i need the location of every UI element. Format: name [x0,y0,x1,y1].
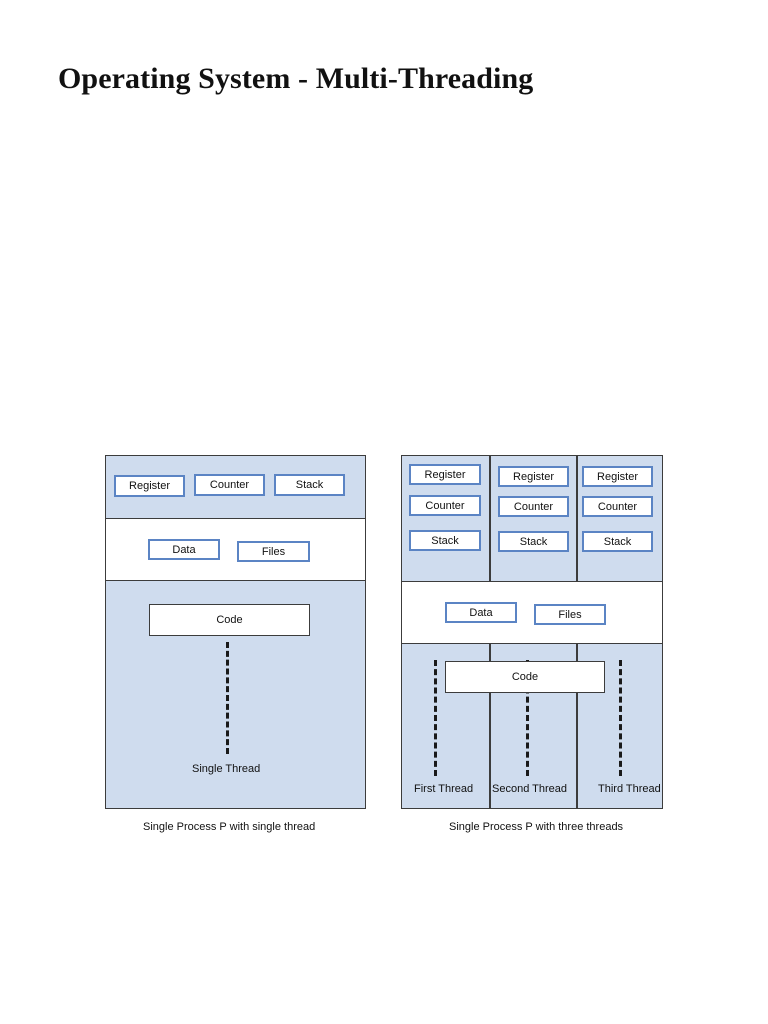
thread3-counter-box: Counter [582,496,653,517]
second-thread-label: Second Thread [492,783,568,795]
single-thread-line [226,642,229,754]
first-thread-label: First Thread [414,783,474,795]
single-caption: Single Process P with single thread [143,821,316,833]
thread1-register-box: Register [409,464,481,485]
thread1-counter-box: Counter [409,495,481,516]
thread-divider [576,644,578,809]
single-code-box: Code [149,604,310,636]
multi-caption: Single Process P with three threads [449,821,624,833]
single-counter-box: Counter [194,474,265,496]
thread2-counter-box: Counter [498,496,569,517]
single-register-box: Register [114,475,185,497]
second-thread-line [526,660,529,776]
multi-data-box: Data [445,602,517,623]
thread-divider [489,455,491,581]
thread3-stack-box: Stack [582,531,653,552]
single-files-box: Files [237,541,310,562]
single-shared-band [105,518,366,581]
thread-divider [489,644,491,809]
single-data-box: Data [148,539,220,560]
page-title: Operating System - Multi-Threading [58,62,534,95]
multi-files-box: Files [534,604,606,625]
thread-divider [576,455,578,581]
thread2-stack-box: Stack [498,531,569,552]
thread2-register-box: Register [498,466,569,487]
single-stack-box: Stack [274,474,345,496]
third-thread-line [619,660,622,776]
multi-code-box: Code [445,661,605,693]
multi-shared-band [401,581,663,644]
thread3-register-box: Register [582,466,653,487]
first-thread-line [434,660,437,776]
third-thread-label: Third Thread [598,783,661,795]
single-thread-label: Single Thread [192,763,261,775]
thread1-stack-box: Stack [409,530,481,551]
